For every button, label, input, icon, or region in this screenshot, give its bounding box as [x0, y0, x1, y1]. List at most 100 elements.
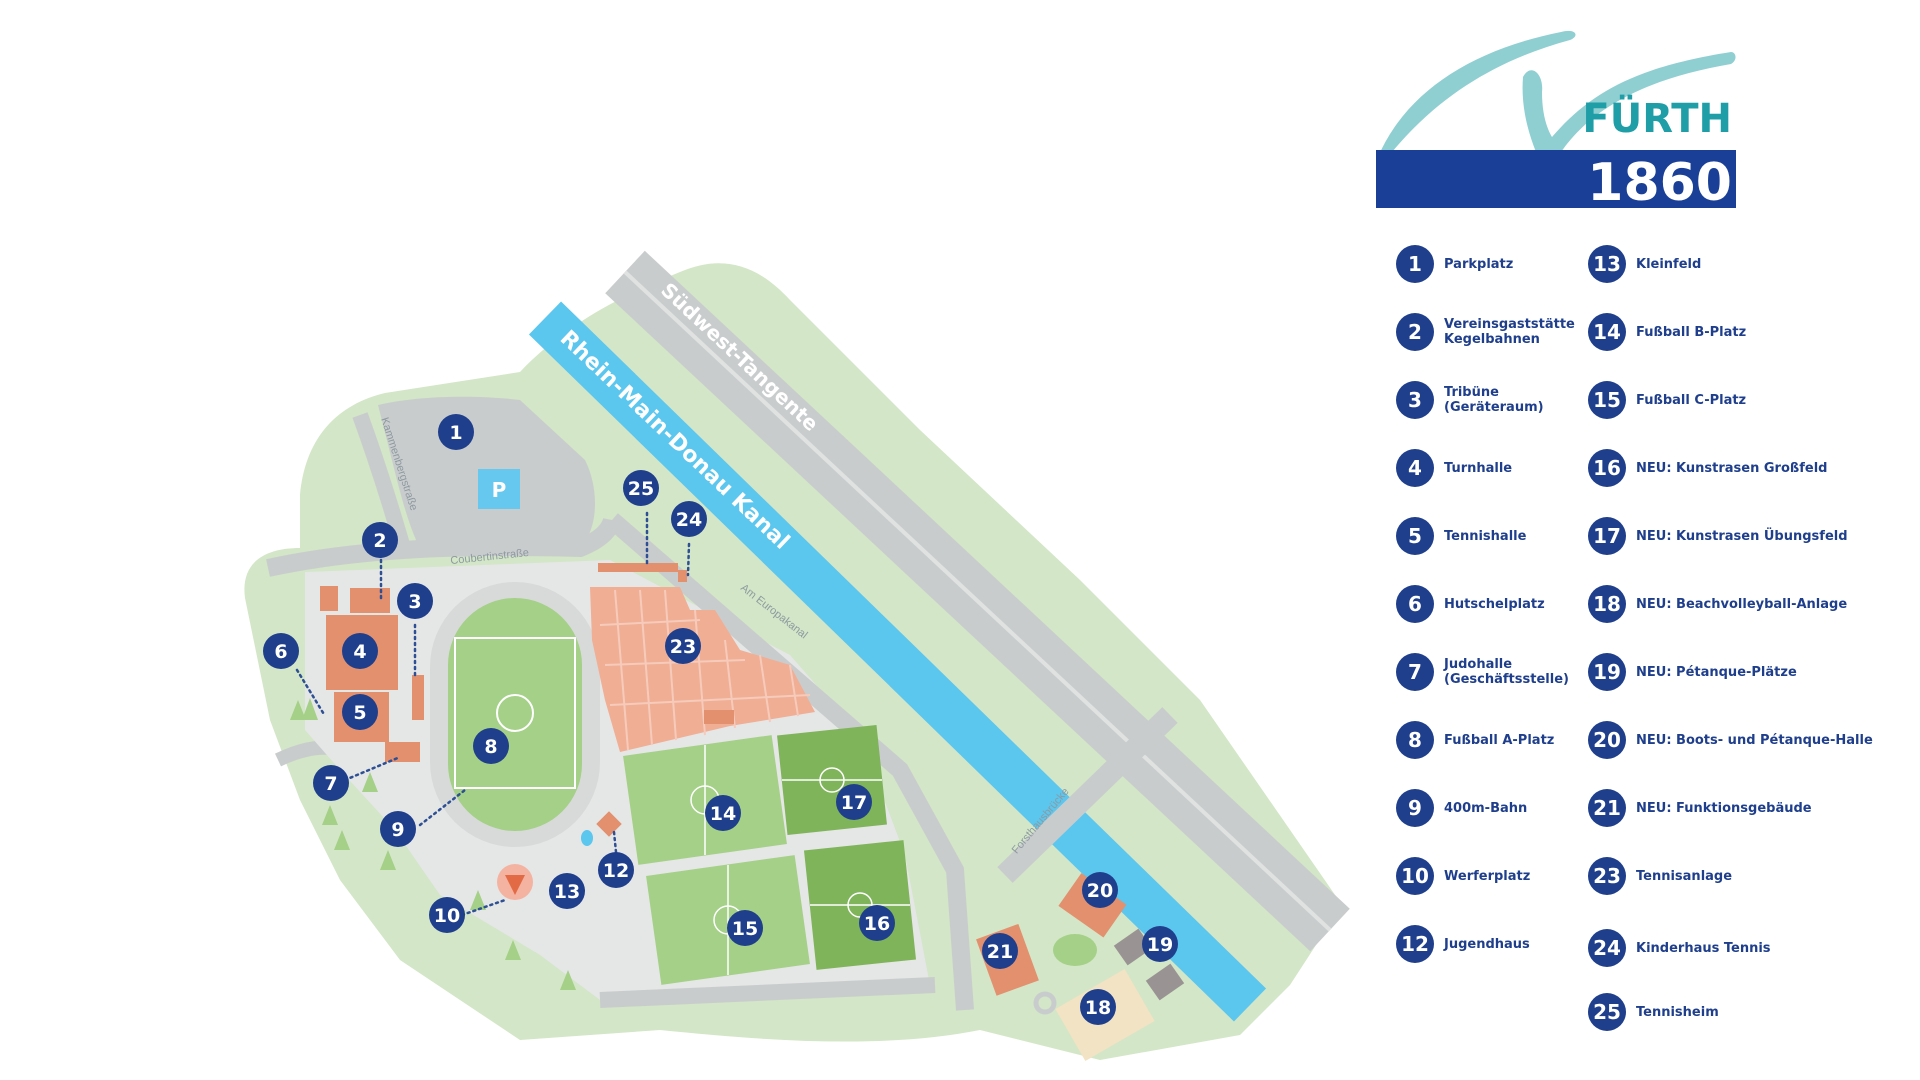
- map-marker-circle: [473, 728, 509, 764]
- parking-sign: [478, 469, 520, 509]
- building-small-a: [320, 586, 338, 611]
- map-marker-9[interactable]: 9: [380, 811, 416, 847]
- map-marker-number: 5: [353, 702, 366, 724]
- map-marker-15[interactable]: 15: [727, 910, 763, 946]
- map-marker-circle: [623, 470, 659, 506]
- legend-number-badge: 3: [1396, 381, 1434, 419]
- map-marker-4[interactable]: 4: [342, 633, 378, 669]
- map-marker-20[interactable]: 20: [1082, 872, 1118, 908]
- legend-number-badge: 18: [1588, 585, 1626, 623]
- legend-label: 400m-Bahn: [1444, 800, 1528, 816]
- pitch-a-lines: [454, 637, 576, 789]
- legend-item[interactable]: 16 NEU: Kunstrasen Großfeld: [1588, 446, 1827, 490]
- map-marker-10[interactable]: 10: [429, 897, 465, 933]
- map-marker-number: 18: [1085, 997, 1111, 1019]
- map-marker-3[interactable]: 3: [397, 583, 433, 619]
- map-marker-5[interactable]: 5: [342, 694, 378, 730]
- map-marker-21[interactable]: 21: [982, 933, 1018, 969]
- map-marker-circle: [549, 873, 585, 909]
- map-marker-circle: [342, 633, 378, 669]
- petanque-court-1: [1113, 928, 1153, 966]
- pitch-a: [448, 598, 582, 831]
- map-marker-circle: [362, 522, 398, 558]
- legend-number-badge: 15: [1588, 381, 1626, 419]
- map-marker-circle: [397, 583, 433, 619]
- legend-number-badge: 14: [1588, 313, 1626, 351]
- map-marker-circle: [859, 905, 895, 941]
- map-marker-19[interactable]: 19: [1142, 926, 1178, 962]
- map-marker-2[interactable]: 2: [362, 522, 398, 558]
- legend-number-badge: 16: [1588, 449, 1626, 487]
- legend-item[interactable]: 3 Tribüne (Geräteraum): [1396, 378, 1544, 422]
- map-marker-8[interactable]: 8: [473, 728, 509, 764]
- map-marker-number: 14: [710, 803, 736, 825]
- map-marker-17[interactable]: 17: [836, 784, 872, 820]
- road-europakanal: [606, 513, 974, 1011]
- map-marker-24[interactable]: 24: [671, 501, 707, 537]
- map-marker-6[interactable]: 6: [263, 633, 299, 669]
- legend-number-badge: 23: [1588, 857, 1626, 895]
- logo-year: 1860: [1587, 153, 1732, 213]
- map-marker-14[interactable]: 14: [705, 795, 741, 831]
- logo-band: [1376, 150, 1736, 208]
- legend-item[interactable]: 14 Fußball B-Platz: [1588, 310, 1746, 354]
- highway-tangente-divider: [623, 270, 1332, 932]
- legend-number-badge: 7: [1396, 653, 1434, 691]
- map-marker-23[interactable]: 23: [665, 628, 701, 664]
- legend-item[interactable]: 7 Judohalle (Geschäftsstelle): [1396, 650, 1569, 694]
- map-marker-18[interactable]: 18: [1080, 989, 1116, 1025]
- legend-label: Judohalle (Geschäftsstelle): [1444, 657, 1569, 687]
- map-marker-7[interactable]: 7: [313, 765, 349, 801]
- legend-label: NEU: Kunstrasen Großfeld: [1636, 460, 1828, 476]
- map-marker-25[interactable]: 25: [623, 470, 659, 506]
- map-marker-circle: [671, 501, 707, 537]
- map-marker-circle: [727, 910, 763, 946]
- legend-label: Tribüne (Geräteraum): [1444, 385, 1544, 415]
- map-marker-circle: [665, 628, 701, 664]
- legend-label: Tennisheim: [1636, 1004, 1719, 1020]
- map-marker-circle: [438, 414, 474, 450]
- parking-symbol: P: [492, 478, 507, 502]
- legend-number-badge: 6: [1396, 585, 1434, 623]
- legend-number-badge: 12: [1396, 925, 1434, 963]
- map-marker-number: 4: [353, 641, 366, 663]
- legend-label: Fußball B-Platz: [1636, 324, 1747, 340]
- legend-label: Parkplatz: [1444, 256, 1514, 272]
- leader-lines: [295, 511, 691, 917]
- map-marker-13[interactable]: 13: [549, 873, 585, 909]
- map-marker-12[interactable]: 12: [598, 852, 634, 888]
- legend-label: Tennishalle: [1444, 528, 1527, 544]
- map-marker-16[interactable]: 16: [859, 905, 895, 941]
- map-marker-circle: [705, 795, 741, 831]
- logo-name: FÜRTH: [1582, 94, 1732, 142]
- legend-label: Tennisanlage: [1636, 868, 1733, 884]
- map-marker-1[interactable]: 1: [438, 414, 474, 450]
- map-marker-circle: [380, 811, 416, 847]
- club-logo: FÜRTH 1860: [1376, 30, 1736, 213]
- kinderhaus-building: [678, 570, 687, 582]
- map-marker-number: 13: [554, 881, 580, 903]
- legend-label: Kinderhaus Tennis: [1636, 940, 1771, 956]
- legend-item[interactable]: 23 Tennisanlage: [1588, 854, 1732, 898]
- building-judohalle: [385, 742, 420, 762]
- map-marker-number: 15: [732, 918, 758, 940]
